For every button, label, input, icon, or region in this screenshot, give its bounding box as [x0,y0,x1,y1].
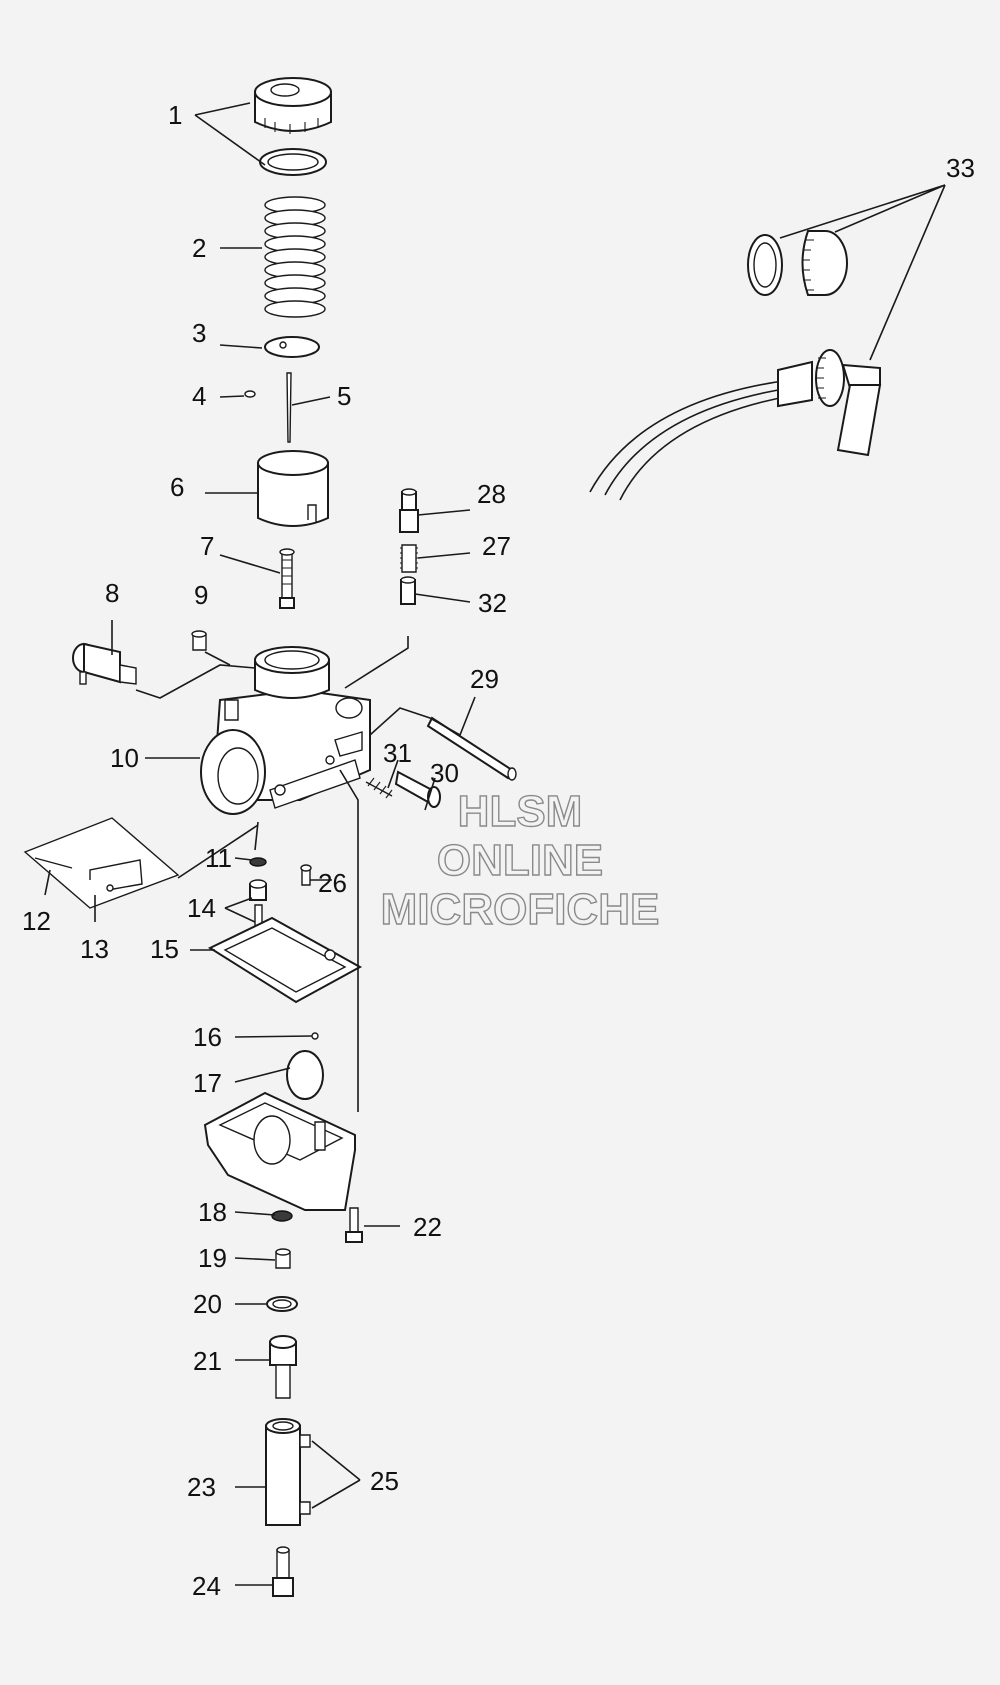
part-21-drain-fitting[interactable] [269,1335,297,1399]
callout-28: 28 [477,479,506,509]
callout-6: 6 [170,472,184,502]
part-5-jet-needle[interactable] [286,372,292,443]
part-25-hose-clamp[interactable] [299,1434,311,1515]
part-31-spring[interactable] [365,777,393,799]
callout-26: 26 [318,868,347,898]
part-2-spring[interactable] [264,196,326,318]
callout-32: 32 [478,588,507,618]
callout-27: 27 [482,531,511,561]
callout-18: 18 [198,1197,227,1227]
part-15-float-bowl-gasket[interactable] [207,916,363,1004]
callout-9: 9 [194,580,208,610]
callout-7: 7 [200,531,214,561]
callout-25: 25 [370,1466,399,1496]
part-24-fitting[interactable] [272,1546,294,1597]
callout-11: 11 [205,843,232,873]
part-9-pin[interactable] [191,630,207,651]
part-32-nut[interactable] [400,576,416,605]
part-18-washer[interactable] [271,1210,293,1222]
part-23-drain-tube[interactable] [265,1418,301,1526]
callout-8: 8 [105,578,119,608]
callout-20: 20 [193,1289,222,1319]
leader-lines [44,102,946,1586]
part-3-clip-plate[interactable] [264,336,320,358]
callout-29: 29 [470,664,499,694]
callout-24: 24 [192,1571,221,1601]
callout-19: 19 [198,1243,227,1273]
callout-14: 14 [187,893,216,923]
part-29-vent-tube[interactable] [426,716,517,781]
callout-4: 4 [192,381,206,411]
callout-22: 22 [413,1212,442,1242]
part-11-o-ring[interactable] [249,857,267,867]
part-6-throttle-valve[interactable] [257,450,329,527]
callout-16: 16 [193,1022,222,1052]
part-33-throttle-grip-set[interactable] [589,230,882,501]
callout-3: 3 [192,318,206,348]
part-12-gasket-sheet[interactable] [23,817,180,909]
part-20-o-ring[interactable] [266,1296,298,1312]
part-27-spring[interactable] [400,544,418,573]
watermark-line-3: MICROFICHE [381,885,660,934]
part-10-carburetor-body[interactable] [200,646,371,815]
float-chamber[interactable] [203,1091,356,1211]
callout-12: 12 [22,906,51,936]
part-7-pilot-screw[interactable] [279,548,295,609]
part-1-cap[interactable] [254,77,332,176]
callout-30: 30 [430,758,459,788]
callout-13: 13 [80,934,109,964]
callout-5: 5 [337,381,351,411]
callout-33: 33 [946,153,975,183]
part-22-screw[interactable] [345,1207,363,1243]
part-26-screw[interactable] [300,864,312,886]
callout-31: 31 [383,738,412,768]
part-8-starter-plunger[interactable] [72,642,137,685]
part-19-needle-jet[interactable] [275,1248,291,1269]
part-28-adjuster[interactable] [399,488,419,533]
part-13-bracket[interactable] [89,859,143,892]
callout-labels: 1 2 3 4 5 6 7 8 9 10 11 12 13 14 15 16 1… [22,100,975,1601]
part-17-float[interactable] [286,1050,324,1100]
callout-1: 1 [168,100,182,130]
watermark-line-1: HLSM [458,787,583,836]
callout-21: 21 [193,1346,222,1376]
callout-15: 15 [150,934,179,964]
callout-10: 10 [110,743,139,773]
callout-2: 2 [192,233,206,263]
callout-23: 23 [187,1472,216,1502]
part-4-needle-clip[interactable] [244,390,256,398]
callout-17: 17 [193,1068,222,1098]
watermark: HLSM ONLINE MICROFICHE [380,786,660,934]
part-16-float-pin[interactable] [311,1032,319,1040]
watermark-line-2: ONLINE [437,836,603,885]
